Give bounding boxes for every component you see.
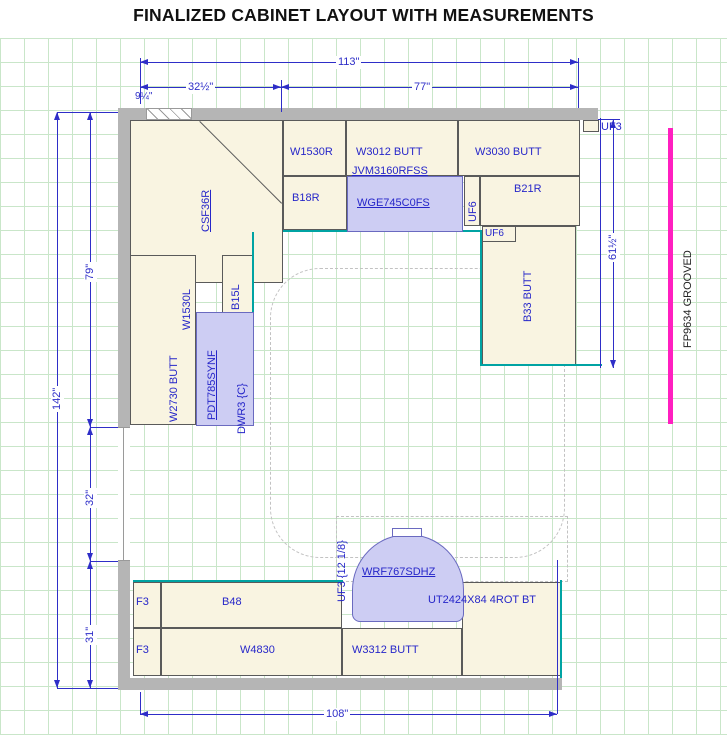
arrow-up-icon	[54, 112, 60, 120]
cabinet-b48	[161, 582, 342, 628]
cabinet-utility	[462, 582, 561, 676]
arrow-up-icon	[610, 120, 616, 128]
label-f3-upper: F3	[136, 596, 149, 608]
label-uf6-vertical: UF6	[467, 201, 479, 222]
label-w1530l: W1530L	[181, 289, 193, 330]
label-w2730: W2730 BUTT	[168, 355, 180, 422]
window-top	[146, 108, 192, 120]
arrow-right-icon	[549, 711, 557, 717]
label-w1530r: W1530R	[290, 146, 333, 158]
cabinet-b33	[482, 226, 576, 366]
arrow-down-icon	[87, 553, 93, 561]
arrow-down-icon	[610, 360, 616, 368]
label-uf3-top: UF3	[601, 121, 622, 133]
dim-label-142: 142"	[51, 385, 64, 412]
window-left	[118, 427, 130, 561]
appliance-dishwasher	[196, 312, 254, 426]
label-fridge: WRF767SDHZ	[362, 566, 436, 578]
dim-ext-142-bottom	[57, 688, 118, 689]
label-w3030: W3030 BUTT	[475, 146, 542, 158]
cabinet-uf6-small	[482, 226, 516, 242]
dim-ext-113-right	[578, 58, 579, 108]
arrow-right-icon	[273, 84, 281, 90]
arrow-down-icon	[87, 680, 93, 688]
label-filler-strip: FP9634 GROOVED	[682, 250, 694, 348]
appliance-fridge	[352, 534, 464, 622]
arrow-down-icon	[87, 419, 93, 427]
label-b18r: B18R	[292, 192, 320, 204]
dim-ext-79	[90, 427, 118, 428]
arrow-left-icon	[140, 711, 148, 717]
cabinet-w4830	[161, 628, 342, 676]
cabinet-b18r	[283, 176, 347, 230]
arrow-right-icon	[570, 59, 578, 65]
cabinet-w1530l-w2730	[130, 255, 196, 425]
appliance-range	[347, 176, 463, 232]
cabinet-uf6-filler	[464, 176, 480, 226]
dim-ext-108-left	[140, 692, 141, 714]
page-title: FINALIZED CABINET LAYOUT WITH MEASUREMEN…	[133, 5, 594, 25]
arrow-down-icon	[54, 680, 60, 688]
counter-edge-right-run-end	[480, 364, 602, 366]
dim-label-9quarter: 9¼"	[135, 91, 153, 102]
dim-label-32half: 32½"	[186, 81, 216, 94]
dim-ext-32	[90, 561, 118, 562]
cabinet-b21r	[480, 176, 580, 226]
dim-ext-108-right	[557, 560, 558, 714]
dim-ext-mid	[281, 80, 282, 112]
cabinet-f3-upper	[133, 582, 161, 628]
dim-label-61half: 61½"	[607, 232, 620, 262]
label-range: WGE745C0FS	[357, 197, 430, 209]
arrow-left-icon	[140, 84, 148, 90]
dim-label-113: 113"	[336, 56, 362, 69]
cabinet-f3-lower	[133, 628, 161, 676]
counter-edge-bottom-run	[133, 580, 343, 582]
label-f3-lower: F3	[136, 644, 149, 656]
dim-boundary-right	[600, 118, 601, 368]
dim-ext-61-top	[598, 119, 620, 120]
counter-edge-bottom-right	[560, 580, 562, 678]
label-uf3-fridge: UF3 {12 1/8}	[336, 540, 348, 602]
label-b15l: B15L	[230, 284, 242, 310]
dim-label-31: 31"	[84, 624, 97, 645]
label-utility: UT2424X84 4ROT BT	[428, 594, 537, 606]
wall-left	[118, 108, 130, 690]
cabinet-w1530r	[283, 120, 346, 176]
arrow-left-icon	[281, 84, 289, 90]
dim-label-79: 79"	[84, 261, 97, 282]
dim-label-32: 32"	[84, 487, 97, 508]
arrow-up-icon	[87, 112, 93, 120]
counter-edge-right-run-face	[480, 230, 482, 366]
dim-label-108: 108"	[324, 708, 351, 721]
cabinet-w3030	[458, 120, 580, 176]
label-w3312: W3312 BUTT	[352, 644, 419, 656]
fridge-handle	[392, 528, 422, 537]
arrow-up-icon	[87, 561, 93, 569]
wall-top	[130, 108, 598, 120]
arrow-right-icon	[570, 84, 578, 90]
label-dishwasher: PDT785SYNF	[206, 350, 218, 420]
label-b48: B48	[222, 596, 242, 608]
cabinet-uf3-filler	[583, 120, 599, 132]
label-w3012: W3012 BUTT	[356, 146, 423, 158]
dim-line-31	[90, 561, 91, 688]
label-b33: B33 BUTT	[522, 270, 534, 322]
arrow-up-icon	[87, 427, 93, 435]
label-uf6-small: UF6	[485, 228, 504, 239]
label-csf36r: CSF36R	[200, 189, 212, 232]
dim-ext-113-left	[140, 58, 141, 104]
label-dwr: DWR3 {C}	[236, 383, 248, 434]
cabinet-w3012	[346, 120, 458, 176]
label-b21r: B21R	[514, 183, 542, 195]
cabinet-w3312	[342, 628, 462, 676]
wall-bottom	[118, 678, 562, 690]
filler-strip-line	[668, 128, 673, 424]
dim-label-77: 77"	[412, 81, 433, 94]
label-microwave: JVM3160RFSS	[352, 165, 428, 177]
arrow-left-icon	[140, 59, 148, 65]
label-w4830: W4830	[240, 644, 275, 656]
